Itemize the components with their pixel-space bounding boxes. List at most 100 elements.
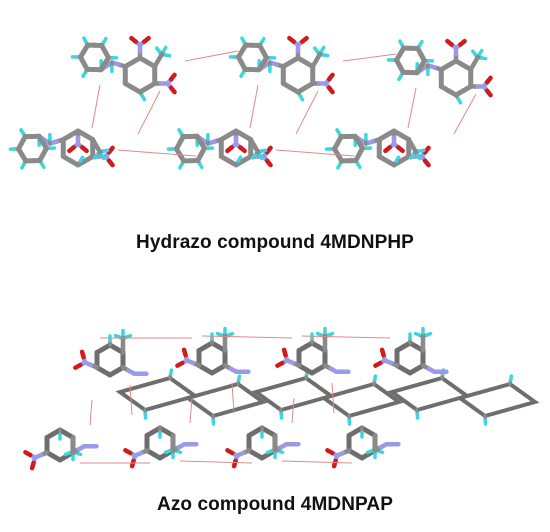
hydrogen-bond (91, 84, 101, 129)
nitro-bond (326, 72, 335, 82)
nitro-bond (168, 72, 177, 82)
hydrogen-bond (201, 335, 293, 339)
hydrogen-bond (89, 399, 93, 426)
hydrogen-bond (275, 149, 355, 157)
nitro-bond (67, 145, 76, 154)
hydrogen-bond (249, 84, 259, 129)
c-h-bond (140, 94, 147, 102)
hydrogen-bond (453, 93, 477, 135)
hydrogen-bond (301, 335, 391, 339)
methyl-h-bond (257, 153, 264, 161)
c-h-bond (82, 36, 88, 44)
methyl-h-bond (276, 449, 285, 455)
hydrogen-bond (331, 382, 335, 414)
nitro-bond (79, 349, 86, 360)
c-h-bond (397, 74, 403, 81)
c-h-bond (19, 128, 25, 135)
stacked-phenyl-ring (455, 381, 540, 419)
methyl-h-bond (477, 48, 484, 56)
c-h-bond (398, 39, 404, 47)
c-h-bond (168, 368, 174, 376)
methyl-h-bond (413, 331, 422, 337)
hydrogen-bond (117, 149, 197, 157)
c-h-bond (335, 128, 341, 135)
methyl-h-bond (101, 148, 110, 153)
nitro-bond (484, 75, 493, 85)
nitro-bond (181, 347, 188, 358)
hydrogen-bond (189, 397, 193, 424)
c-h-bond (236, 155, 243, 163)
nitro-bond (142, 35, 151, 44)
nitro-bond (29, 460, 36, 471)
hydrogen-bond (407, 87, 417, 129)
ring-bond (98, 61, 108, 73)
methyl-h-bond (215, 331, 224, 337)
methyl-h-bond (226, 331, 235, 337)
c-h-bond (456, 97, 463, 105)
nitro-bond (225, 448, 235, 456)
nitro-bond (484, 88, 493, 98)
methyl-h-bond (174, 449, 183, 455)
c-h-bond (372, 374, 378, 382)
methyl-h-bond (154, 46, 161, 54)
methyl-h-bond (365, 449, 374, 455)
nitro-bond (106, 158, 115, 168)
c-h-bond (240, 36, 246, 44)
azo-molecular-structure (23, 326, 540, 471)
ring-bond (414, 64, 424, 76)
nitro-bond (231, 458, 238, 469)
hydrogen-bond (231, 382, 235, 414)
hydrazo-crystal-packing (0, 0, 550, 222)
methyl-h-bond (315, 331, 324, 337)
methyl-h-bond (470, 49, 477, 57)
ring-bond (256, 61, 266, 73)
c-h-bond (260, 36, 266, 44)
nitro-bond (379, 347, 386, 358)
c-h-bond (81, 71, 87, 78)
methyl-h-bond (259, 148, 268, 153)
c-h-bond (102, 36, 108, 44)
nitro-bond (326, 85, 335, 95)
nitro-bond (175, 360, 185, 368)
hydrogen-bond (342, 53, 397, 62)
methyl-h-bond (92, 152, 99, 160)
azo-crystal-packing (0, 300, 550, 480)
nitro-bond (23, 450, 33, 458)
methyl-h-bond (124, 333, 133, 339)
c-h-bond (356, 162, 362, 170)
stacked-phenyl-ring (387, 375, 472, 413)
c-h-bond (298, 94, 305, 102)
methyl-h-bond (376, 449, 385, 455)
methyl-h-bond (417, 148, 426, 153)
c-h-bond (20, 162, 26, 170)
azo-caption: Azo compound 4MDNPAP (157, 494, 393, 515)
hydrogen-bond (184, 50, 239, 62)
methyl-h-bond (479, 56, 488, 61)
nitro-bond (383, 145, 392, 154)
methyl-h-bond (163, 53, 172, 58)
nitro-bond (123, 448, 133, 456)
c-h-bond (236, 374, 242, 382)
methyl-h-bond (319, 45, 326, 53)
nitro-bond (129, 35, 138, 44)
methyl-h-bond (326, 331, 335, 337)
methyl-h-bond (312, 46, 319, 54)
methyl-h-bond (424, 331, 433, 337)
c-h-bond (508, 374, 514, 382)
methyl-h-bond (161, 45, 168, 53)
methyl-h-bond (415, 153, 422, 161)
nitro-bond (300, 35, 309, 44)
c-h-bond (394, 155, 401, 163)
nitro-bond (422, 158, 431, 168)
nitro-bond (225, 145, 234, 154)
methyl-h-bond (99, 153, 106, 161)
hydrogen-bond (281, 460, 353, 464)
c-h-bond (198, 162, 204, 170)
c-h-bond (418, 39, 424, 47)
methyl-h-bond (250, 152, 257, 160)
methyl-h-bond (265, 449, 274, 455)
c-h-bond (40, 162, 46, 170)
nitro-bond (264, 145, 273, 155)
c-h-bond (78, 155, 85, 163)
nitro-bond (73, 362, 83, 370)
